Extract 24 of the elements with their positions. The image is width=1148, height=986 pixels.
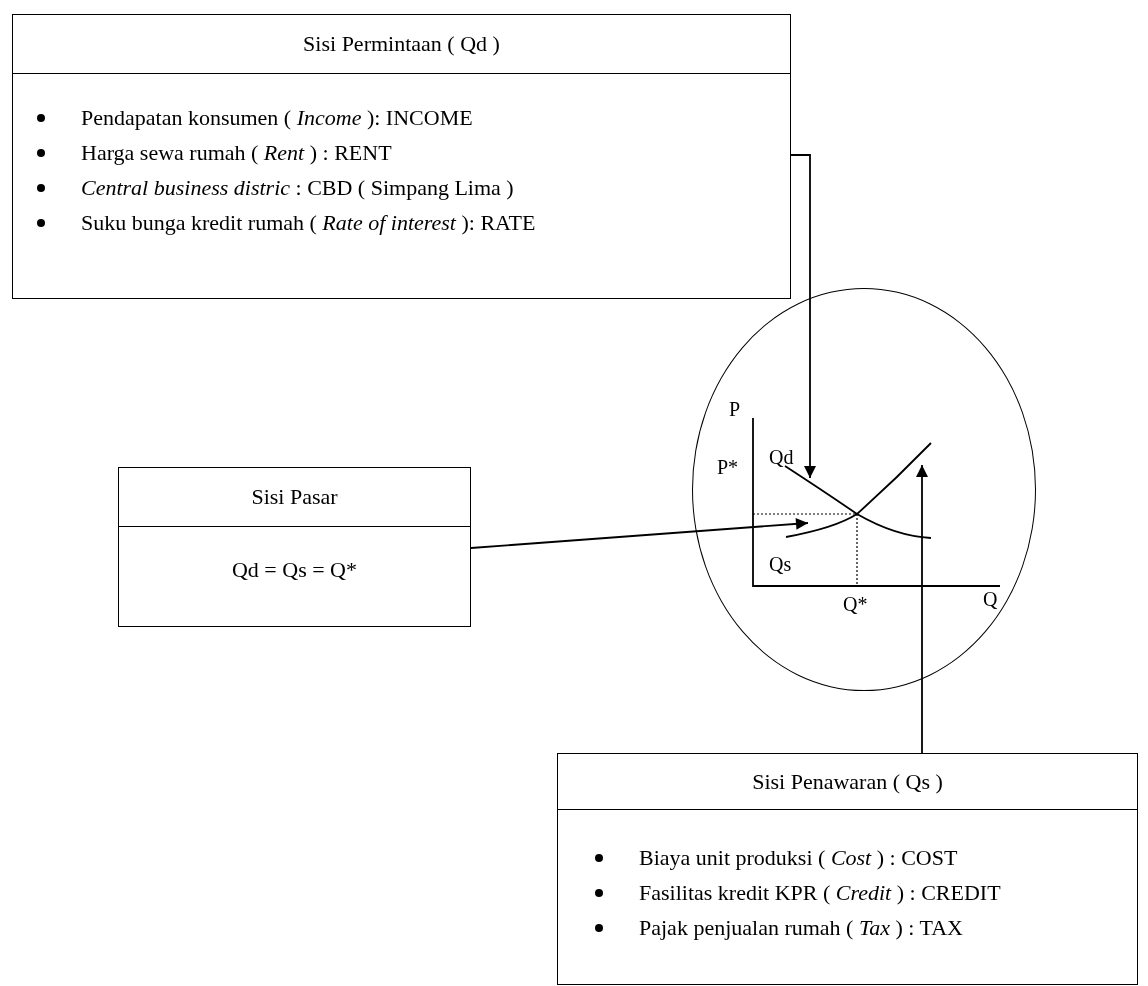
- list-item: Pajak penjualan rumah ( Tax ) : TAX: [639, 914, 964, 942]
- quantity-label: Q*: [843, 594, 868, 614]
- curve-label: Qs: [769, 554, 792, 574]
- arrow: [470, 517, 809, 549]
- arrow: [790, 154, 816, 479]
- box-title: Sisi Penawaran ( Qs ): [752, 768, 943, 795]
- info-box: [118, 467, 471, 627]
- list-item: Harga sewa rumah ( Rent ) : RENT: [81, 139, 393, 167]
- list-item: Pendapatan konsumen ( Income ): INCOME: [81, 104, 474, 132]
- axis-label: P: [729, 399, 741, 419]
- list-item: Fasilitas kredit KPR ( Credit ) : CREDIT: [639, 879, 1002, 907]
- box-title: Sisi Permintaan ( Qd ): [303, 31, 500, 57]
- info-box: [557, 753, 1138, 985]
- list-item: Suku bunga kredit rumah ( Rate of interest ): RATE: [81, 209, 537, 237]
- info-box: [12, 14, 791, 299]
- curve-label: Qd: [769, 447, 794, 467]
- equation-text: Qd = Qs = Q*: [231, 557, 357, 582]
- list-item: Biaya unit produksi ( Cost ) : COST: [639, 844, 959, 872]
- box-title: Sisi Pasar: [251, 484, 338, 510]
- list-item: Central business distric : CBD ( Simpang Lima ): [81, 174, 515, 202]
- price-label: P*: [717, 457, 739, 477]
- arrow: [916, 464, 928, 754]
- axis-label: Q: [983, 589, 998, 609]
- circle-frame: [692, 288, 1036, 691]
